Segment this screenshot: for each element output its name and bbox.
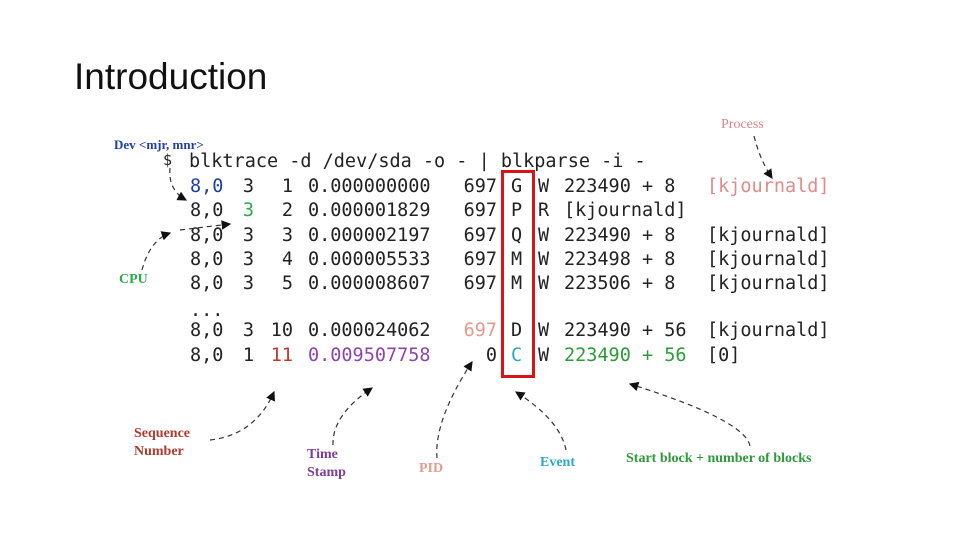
trace-cell-cpu: 3 [242, 320, 254, 341]
trace-cell-dev: 8,0 [190, 225, 224, 246]
arrow-cpu-2 [179, 220, 232, 231]
trace-cell-dev: ... [190, 300, 224, 321]
trace-cell-pid: 697 [463, 273, 497, 294]
trace-cell-event: C [511, 345, 523, 366]
label-process: Process [721, 117, 764, 132]
trace-cell-time: 0.000024062 [308, 320, 431, 341]
trace-cell-dev: 8,0 [190, 200, 224, 221]
arrow-pid [436, 360, 473, 459]
arrow-sequence [209, 390, 275, 441]
label-pid: PID [419, 461, 444, 476]
command-line: blktrace -d /dev/sda -o - | blkparse -i … [189, 151, 646, 172]
trace-cell-block: 223506 + 8 [564, 273, 676, 294]
trace-cell-event: M [511, 249, 523, 270]
trace-cell-event: G [511, 176, 523, 197]
event-column-highlight [501, 170, 535, 378]
label-event: Event [540, 455, 575, 470]
trace-cell-seq: 3 [281, 225, 293, 246]
trace-cell-dev: 8,0 [190, 176, 224, 197]
label-dev: Dev <mjr, mnr> [114, 137, 204, 152]
trace-cell-time: 0.009507758 [308, 345, 431, 366]
slide-title: Introduction [74, 56, 268, 97]
trace-cell-event: M [511, 273, 523, 294]
trace-cell-cpu: 3 [242, 249, 254, 270]
label-time-stamp: Time Stamp [307, 447, 346, 480]
trace-cell-pid: 697 [463, 320, 497, 341]
arrow-dev [169, 167, 188, 201]
trace-cell-rwbs: W [538, 345, 550, 366]
trace-cell-time: 0.000008607 [308, 273, 431, 294]
trace-cell-dev: 8,0 [190, 320, 224, 341]
trace-cell-dev: 8,0 [190, 273, 224, 294]
trace-cell-cpu: 3 [242, 225, 254, 246]
trace-cell-block: 223490 + 56 [564, 320, 687, 341]
trace-cell-seq: 5 [281, 273, 293, 294]
trace-cell-dev: 8,0 [190, 345, 224, 366]
trace-cell-rwbs: W [538, 273, 550, 294]
trace-cell-cpu: 3 [242, 273, 254, 294]
command-prompt: $ [163, 151, 173, 169]
arrow-process [753, 135, 773, 179]
trace-cell-pid: 697 [463, 249, 497, 270]
trace-cell-pid: 697 [463, 200, 497, 221]
label-start-block: Start block + number of blocks [626, 451, 812, 466]
trace-cell-event: Q [511, 225, 523, 246]
trace-cell-pid: 697 [463, 176, 497, 197]
trace-cell-rwbs: W [538, 176, 550, 197]
label-cpu: CPU [119, 272, 148, 287]
trace-cell-process: [kjournald] [707, 225, 830, 246]
trace-cell-cpu: 3 [242, 200, 254, 221]
trace-cell-time: 0.000002197 [308, 225, 431, 246]
arrow-cpu-1 [141, 231, 172, 271]
trace-cell-seq: 1 [281, 176, 293, 197]
trace-cell-rwbs: W [538, 249, 550, 270]
trace-cell-seq: 10 [270, 320, 293, 341]
arrow-start-block [628, 381, 751, 447]
trace-cell-process: [kjournald] [707, 320, 830, 341]
trace-cell-process: [kjournald] [707, 273, 830, 294]
trace-cell-block: 223490 + 56 [564, 345, 687, 366]
trace-cell-rwbs: W [538, 320, 550, 341]
trace-cell-event: D [511, 320, 523, 341]
trace-cell-seq: 11 [270, 345, 293, 366]
trace-cell-cpu: 1 [242, 345, 254, 366]
trace-cell-time: 0.000000000 [308, 176, 431, 197]
trace-cell-event: P [511, 200, 523, 221]
trace-cell-block: 223490 + 8 [564, 176, 676, 197]
trace-cell-process: [0] [707, 345, 741, 366]
arrow-event [514, 391, 567, 451]
trace-cell-seq: 2 [281, 200, 293, 221]
trace-cell-process: [kjournald] [707, 176, 830, 197]
trace-cell-process: [kjournald] [707, 249, 830, 270]
label-sequence-number: Sequence Number [134, 426, 190, 459]
arrow-time [332, 387, 373, 446]
trace-cell-dev: 8,0 [190, 249, 224, 270]
trace-cell-pid: 697 [463, 225, 497, 246]
trace-cell-block: 223498 + 8 [564, 249, 676, 270]
trace-cell-seq: 4 [281, 249, 293, 270]
trace-cell-cpu: 3 [242, 176, 254, 197]
trace-cell-process: [kjournald] [564, 200, 687, 221]
trace-cell-pid: 0 [485, 345, 497, 366]
trace-cell-time: 0.000001829 [308, 200, 431, 221]
trace-cell-rwbs: R [538, 200, 550, 221]
trace-cell-block: 223490 + 8 [564, 225, 676, 246]
trace-cell-rwbs: W [538, 225, 550, 246]
trace-cell-time: 0.000005533 [308, 249, 431, 270]
